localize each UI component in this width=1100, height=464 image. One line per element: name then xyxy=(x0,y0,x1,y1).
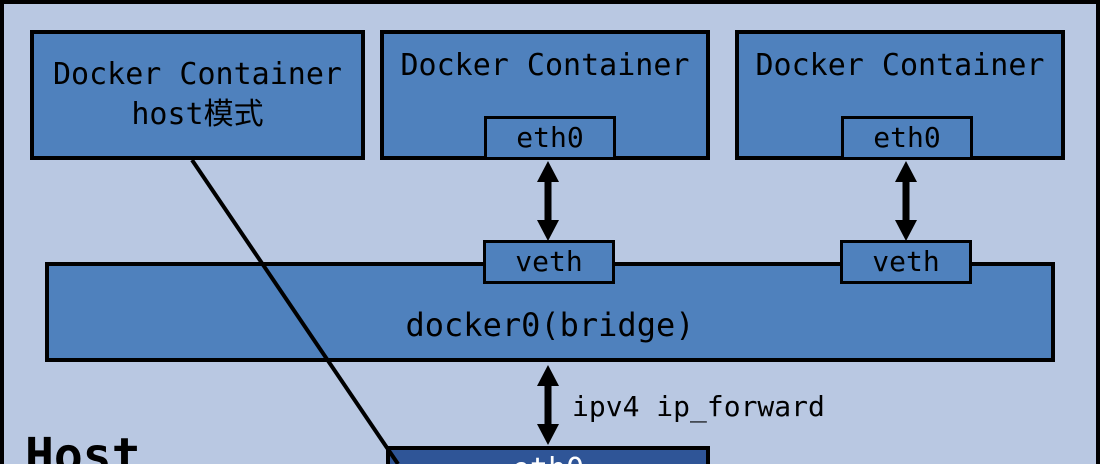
veth-box-2: veth xyxy=(840,240,972,284)
eth0-box-container-1: eth0 xyxy=(484,116,616,160)
bridge-label: docker0(bridge) xyxy=(405,306,695,344)
container-subtitle: host模式 xyxy=(131,97,264,132)
eth0-box-container-2: eth0 xyxy=(841,116,973,160)
host-label: Host xyxy=(25,428,141,464)
eth0-label: eth0 xyxy=(516,121,584,154)
docker-container-host-mode: Docker Container host模式 xyxy=(30,30,365,160)
veth-label: veth xyxy=(872,245,940,278)
host-eth0-label: eth0 xyxy=(512,452,584,464)
container-title: Docker Container xyxy=(53,57,342,92)
docker-container-2: Docker Container eth0 xyxy=(735,30,1065,160)
veth-box-1: veth xyxy=(483,240,615,284)
container-title: Docker Container xyxy=(400,48,690,83)
host-eth0-box: eth0 xyxy=(386,446,710,464)
ip-forward-label: ipv4 ip_forward xyxy=(572,390,825,423)
container-title: Docker Container xyxy=(755,48,1045,83)
eth0-label: eth0 xyxy=(873,121,941,154)
docker-container-1: Docker Container eth0 xyxy=(380,30,710,160)
veth-label: veth xyxy=(515,245,583,278)
